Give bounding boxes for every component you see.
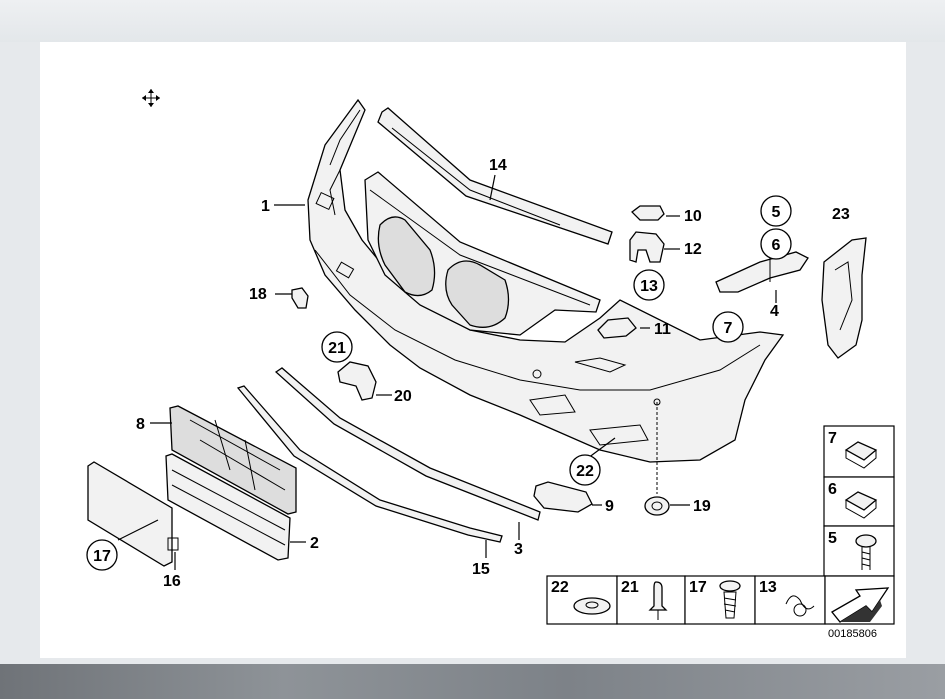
legend-row: 22 21 17 13 [546,575,895,625]
legend-label-5: 5 [828,530,837,547]
tow-hook-cap [597,317,637,339]
callout-2: 2 [310,535,319,552]
callout-6: 6 [772,237,781,254]
callout-8: 8 [136,416,145,433]
callout-19: 19 [693,498,711,515]
legend-label-7: 7 [828,430,837,447]
taskbar-blur [0,664,945,699]
callout-4: 4 [770,303,779,320]
legend-label-13: 13 [759,579,777,596]
holder-20 [337,361,377,401]
callout-21: 21 [328,340,346,357]
legend-label-17: 17 [689,579,707,596]
callout-20: 20 [394,388,412,405]
legend-label-21: 21 [621,579,639,596]
callout-22: 22 [576,463,594,480]
legend-label-22: 22 [551,579,569,596]
lower-grille-2 [165,453,291,561]
callout-11: 11 [654,321,671,338]
mount-bracket-10 [631,205,665,221]
bumper-cover [307,98,785,463]
cover-9 [533,481,593,513]
circled-callouts: 5 6 13 7 21 22 17 [86,195,792,571]
upper-trim-strip [377,107,613,245]
callouts: 1 14 10 12 11 4 23 18 20 8 2 3 15 16 9 1… [136,157,850,590]
callout-17: 17 [93,548,111,565]
callout-14: 14 [489,157,507,174]
legend-label-6: 6 [828,481,837,498]
wheel-arch-cover [821,237,867,359]
lower-strip-15 [236,385,503,543]
callout-18: 18 [249,286,267,303]
callout-9: 9 [605,498,614,515]
callout-23: 23 [832,206,850,223]
callout-1: 1 [261,198,270,215]
callout-15: 15 [472,561,490,578]
part-19-sensor [644,398,670,516]
side-guide-bracket [715,251,809,293]
callout-5: 5 [772,204,781,221]
lower-strip-3 [274,367,541,521]
lower-grille-8 [169,405,297,515]
move-icon[interactable] [142,89,160,107]
callout-13: 13 [640,278,658,295]
callout-10: 10 [684,208,702,225]
legend-column: 7 6 5 [823,425,895,577]
small-bracket-18 [291,287,309,309]
document-number: 00185806 [828,628,877,640]
leader-lines [117,174,777,570]
callout-16: 16 [163,573,181,590]
window-top-band [0,0,945,42]
callout-12: 12 [684,241,702,258]
callout-3: 3 [514,541,523,558]
kidney-grille-frame [364,171,601,336]
callout-7: 7 [724,320,733,337]
mount-bracket-12 [629,231,665,263]
license-plate-base [87,461,179,567]
